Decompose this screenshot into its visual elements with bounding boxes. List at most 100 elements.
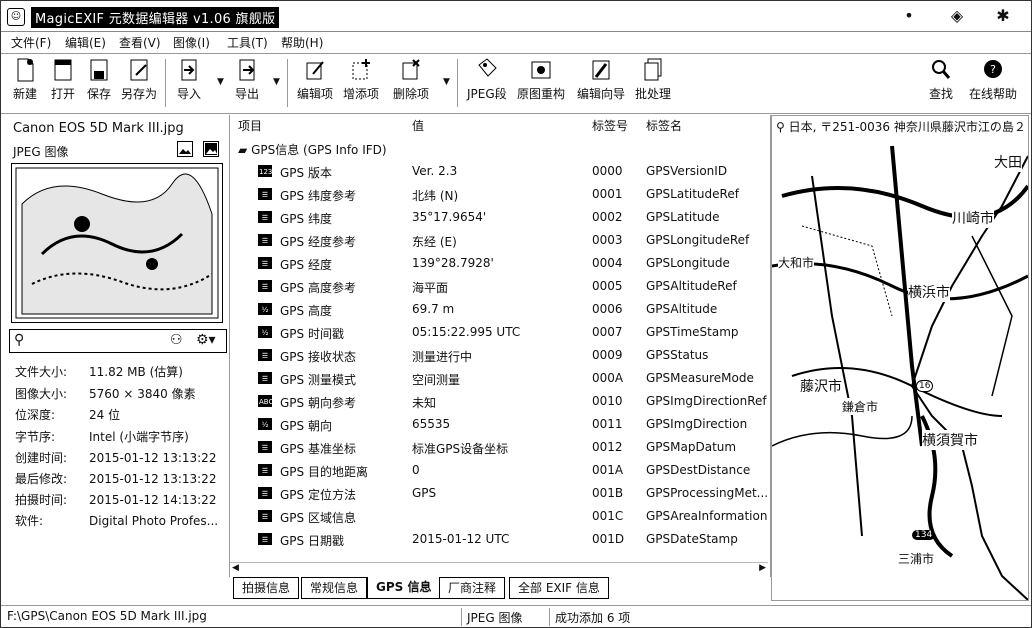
- cell-value: 标准GPS设备坐标: [412, 442, 509, 456]
- field-type-icon: ½: [258, 418, 272, 430]
- cell-tag-name: GPSLatitudeRef: [646, 187, 739, 201]
- export-dropdown-icon[interactable]: ▼: [273, 77, 280, 87]
- picture-icon[interactable]: [177, 141, 193, 157]
- jpeg-segment-button[interactable]: JPEG段: [467, 57, 507, 102]
- export-button[interactable]: 导出: [235, 57, 259, 102]
- route-marker: 16: [916, 380, 934, 392]
- cell-item: GPS 区域信息: [280, 511, 356, 525]
- menu-file[interactable]: 文件(F): [11, 36, 52, 50]
- menu-bar: 文件(F) 编辑(E) 查看(V) 图像(I) 工具(T) 帮助(H): [1, 31, 1031, 54]
- menu-help[interactable]: 帮助(H): [281, 36, 324, 50]
- menu-view[interactable]: 查看(V): [119, 36, 161, 50]
- tab-gps-info[interactable]: GPS 信息: [367, 577, 441, 599]
- picture-view-icon[interactable]: [203, 141, 219, 157]
- column-header-tag-name[interactable]: 标签名: [646, 119, 683, 133]
- map-panel[interactable]: ⚲ 日本, 〒251-0036 神奈川県藤沢市江の島２ 大田 川崎市 大和市 横…: [771, 115, 1029, 601]
- cell-value: 东经 (E): [412, 235, 457, 249]
- menu-tools[interactable]: 工具(T): [227, 36, 268, 50]
- find-button[interactable]: 查找: [929, 57, 953, 102]
- cell-tag-name: GPSVersionID: [646, 164, 728, 178]
- cell-value: 65535: [412, 417, 451, 431]
- tab-maker-notes[interactable]: 厂商注释: [439, 577, 506, 599]
- tab-general-info[interactable]: 常规信息: [301, 577, 368, 599]
- import-dropdown-icon[interactable]: ▼: [217, 77, 224, 87]
- folder-icon: ▰: [238, 143, 248, 157]
- menu-edit[interactable]: 编辑(E): [65, 36, 106, 50]
- column-header-item[interactable]: 项目: [238, 119, 263, 133]
- rebuild-button[interactable]: 原图重构: [517, 57, 565, 102]
- status-path: F:\GPS\Canon EOS 5D Mark III.jpg: [7, 609, 207, 623]
- scroll-right-icon[interactable]: ▶: [759, 563, 766, 573]
- scroll-left-icon[interactable]: ◀: [232, 563, 239, 573]
- gear-icon[interactable]: ⚙▾: [196, 332, 216, 348]
- close-button[interactable]: ✱: [996, 6, 1010, 25]
- online-help-button[interactable]: ? 在线帮助: [969, 57, 1017, 102]
- cell-tag-name: GPSProcessingMet...: [646, 486, 769, 500]
- cell-value: 北纬 (N): [412, 189, 459, 203]
- info-row: 文件大小:11.82 MB (估算): [15, 365, 183, 379]
- cell-item: GPS 高度: [280, 304, 332, 318]
- export-icon: [239, 59, 255, 81]
- import-button[interactable]: 导入: [177, 57, 201, 102]
- menu-image[interactable]: 图像(I): [173, 36, 210, 50]
- open-button[interactable]: 打开: [51, 57, 75, 102]
- horizontal-scrollbar[interactable]: ◀ ▶: [230, 562, 768, 577]
- group-row-gps[interactable]: ▰ GPS信息 (GPS Info IFD): [238, 143, 387, 157]
- field-type-icon: ☰: [258, 533, 272, 545]
- batch-button[interactable]: 批处理: [635, 57, 671, 102]
- search-input[interactable]: ⚲ ⚇ ⚙▾: [9, 329, 227, 353]
- tab-shooting-info[interactable]: 拍摄信息: [233, 577, 300, 599]
- delete-item-button[interactable]: 删除项: [393, 57, 429, 102]
- cell-tag-name: GPSMeasureMode: [646, 371, 754, 385]
- cell-value: 测量进行中: [412, 350, 473, 364]
- map-city-label: 鎌倉市: [842, 398, 879, 415]
- import-icon: [181, 59, 197, 81]
- batch-icon: [644, 58, 662, 81]
- save-button[interactable]: 保存: [87, 57, 111, 102]
- cell-tag-id: 001A: [592, 463, 624, 477]
- edit-item-button[interactable]: 编辑项: [297, 57, 333, 102]
- wizard-button[interactable]: 编辑向导: [577, 57, 625, 102]
- image-thumbnail[interactable]: [11, 163, 223, 323]
- add-item-button[interactable]: 增添项: [343, 57, 379, 102]
- tab-all-exif[interactable]: 全部 EXIF 信息: [509, 577, 609, 599]
- column-header-value[interactable]: 值: [412, 119, 425, 133]
- info-row: 字节序:Intel (小端字节序): [15, 430, 189, 444]
- minimize-button[interactable]: •: [904, 6, 914, 25]
- cell-tag-id: 000A: [592, 371, 624, 385]
- cell-value: 05:15:22.995 UTC: [412, 325, 521, 339]
- delete-dropdown-icon[interactable]: ▼: [443, 77, 450, 87]
- cell-tag-id: 0007: [592, 325, 623, 339]
- cell-tag-name: GPSLongitude: [646, 256, 730, 270]
- info-row: 创建时间:2015-01-12 13:13:22: [15, 451, 217, 465]
- save-as-button[interactable]: 另存为: [121, 57, 157, 102]
- new-button[interactable]: 新建: [13, 57, 37, 102]
- field-type-icon: ☰: [258, 349, 272, 361]
- wizard-icon: [592, 60, 610, 80]
- maximize-icon[interactable]: ◈: [950, 6, 964, 25]
- column-header-tag-id[interactable]: 标签号: [592, 119, 629, 133]
- image-rebuild-icon: [531, 61, 551, 79]
- user-search-icon[interactable]: ⚇: [170, 332, 183, 348]
- help-globe-icon: ?: [984, 60, 1002, 78]
- cell-tag-name: GPSAltitudeRef: [646, 279, 737, 293]
- cell-item: GPS 纬度参考: [280, 189, 356, 203]
- svg-text:?: ?: [990, 63, 996, 76]
